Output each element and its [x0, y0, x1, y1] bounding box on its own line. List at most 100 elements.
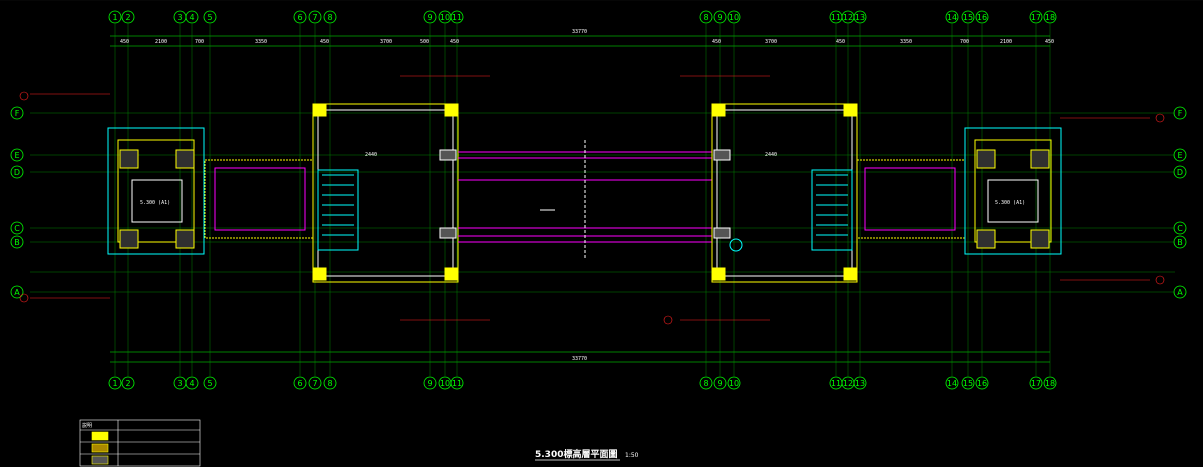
svg-text:11: 11: [831, 379, 841, 388]
right-tower: [964, 127, 1062, 255]
svg-text:18: 18: [1045, 379, 1055, 388]
svg-text:D: D: [14, 168, 20, 177]
svg-text:D: D: [1177, 168, 1183, 177]
dim-text: 3350: [900, 39, 912, 45]
svg-text:14: 14: [947, 13, 957, 22]
axis-bubble-top: 3: [173, 10, 187, 24]
dim-text: 700: [960, 39, 969, 45]
dim-text: 3350: [255, 39, 267, 45]
svg-text:18: 18: [1045, 13, 1055, 22]
svg-text:3: 3: [177, 13, 182, 22]
axis-bubble-left: D: [10, 165, 24, 179]
svg-text:10: 10: [440, 13, 450, 22]
svg-text:F: F: [15, 109, 20, 118]
svg-text:A: A: [14, 288, 20, 297]
total-dimension: 33770 33770: [572, 29, 587, 362]
axis-bubble-bottom: 7: [308, 376, 322, 390]
right-hall: [856, 159, 966, 239]
axis-bubble-left: B: [10, 235, 24, 249]
axis-bubble-bottom: 8: [323, 376, 337, 390]
axis-bubble-top: 8: [323, 10, 337, 24]
axis-bubble-bottom: 18: [1043, 376, 1057, 390]
axis-bubble-bottom: 6: [293, 376, 307, 390]
red-annotations: [19, 75, 1165, 325]
dim-text: 3700: [380, 39, 392, 45]
right-core: [711, 103, 858, 283]
axis-bubble-bottom: 16: [975, 376, 989, 390]
axis-bubble-top: 7: [308, 10, 322, 24]
svg-text:9: 9: [427, 13, 432, 22]
axis-bubble-bottom: 5: [203, 376, 217, 390]
axis-bubble-bottom: 4: [185, 376, 199, 390]
svg-text:9: 9: [717, 379, 722, 388]
svg-text:13: 13: [855, 379, 865, 388]
axis-bubble-bottom: 9: [423, 376, 437, 390]
dim-text: 450: [1045, 39, 1054, 45]
axis-bubble-top: 18: [1043, 10, 1057, 24]
svg-text:9: 9: [717, 13, 722, 22]
dim-text: 450: [120, 39, 129, 45]
dim-text: 700: [195, 39, 204, 45]
svg-text:11: 11: [831, 13, 841, 22]
svg-text:13: 13: [855, 13, 865, 22]
svg-text:F: F: [1178, 109, 1183, 118]
svg-text:C: C: [14, 224, 20, 233]
svg-text:6: 6: [297, 13, 302, 22]
svg-text:12: 12: [843, 13, 853, 22]
axis-bubble-left: A: [10, 285, 24, 299]
svg-text:10: 10: [729, 379, 739, 388]
axis-bubble-bottom: 13: [853, 376, 867, 390]
right-stair-label: 2440: [765, 152, 777, 158]
axis-bubble-top: 10: [438, 10, 452, 24]
svg-text:8: 8: [703, 379, 708, 388]
axis-bubble-top: 4: [185, 10, 199, 24]
svg-text:9: 9: [427, 379, 432, 388]
axis-bubble-right: A: [1173, 285, 1187, 299]
svg-text:16: 16: [977, 379, 987, 388]
dim-text: 450: [712, 39, 721, 45]
axis-bubble-top: 12: [841, 10, 855, 24]
svg-text:1: 1: [112, 379, 117, 388]
dim-text: 2100: [155, 39, 167, 45]
axis-bubble-right: E: [1173, 148, 1187, 162]
svg-text:4: 4: [189, 13, 194, 22]
axis-bubble-bottom: 15: [961, 376, 975, 390]
svg-text:17: 17: [1031, 379, 1041, 388]
svg-text:C: C: [1177, 224, 1183, 233]
svg-text:6: 6: [297, 379, 302, 388]
svg-text:17: 17: [1031, 13, 1041, 22]
svg-text:5: 5: [207, 379, 212, 388]
axis-bubble-right: F: [1173, 106, 1187, 120]
axis-bubble-top: 5: [203, 10, 217, 24]
axis-bubble-bottom: 10: [438, 376, 452, 390]
left-hall: [204, 159, 314, 239]
drawing-title: 5.300標高層平面圖: [535, 448, 617, 460]
axis-bubble-bottom: 11: [829, 376, 843, 390]
svg-text:15: 15: [963, 13, 973, 22]
notes: 説明: [82, 422, 92, 429]
svg-text:2: 2: [125, 379, 130, 388]
svg-text:B: B: [14, 238, 20, 247]
left-core: [312, 103, 459, 283]
axis-bubble-top: 10: [727, 10, 741, 24]
svg-text:8: 8: [327, 13, 332, 22]
svg-text:8: 8: [327, 379, 332, 388]
svg-text:7: 7: [312, 13, 317, 22]
drawing-title-block: 5.300標高層平面圖 1:50: [535, 448, 639, 461]
svg-text:2: 2: [125, 13, 130, 22]
axis-bubble-right: C: [1173, 221, 1187, 235]
axis-bubble-top: 2: [121, 10, 135, 24]
total-dim-bottom: 33770: [572, 356, 587, 362]
left-tower: [107, 127, 205, 255]
dim-text: 500: [420, 39, 429, 45]
svg-text:3: 3: [177, 379, 182, 388]
svg-text:E: E: [1177, 151, 1182, 160]
axis-bubble-top: 8: [699, 10, 713, 24]
axis-bubble-bottom: 12: [841, 376, 855, 390]
dim-text: 450: [320, 39, 329, 45]
dim-text: 450: [450, 39, 459, 45]
